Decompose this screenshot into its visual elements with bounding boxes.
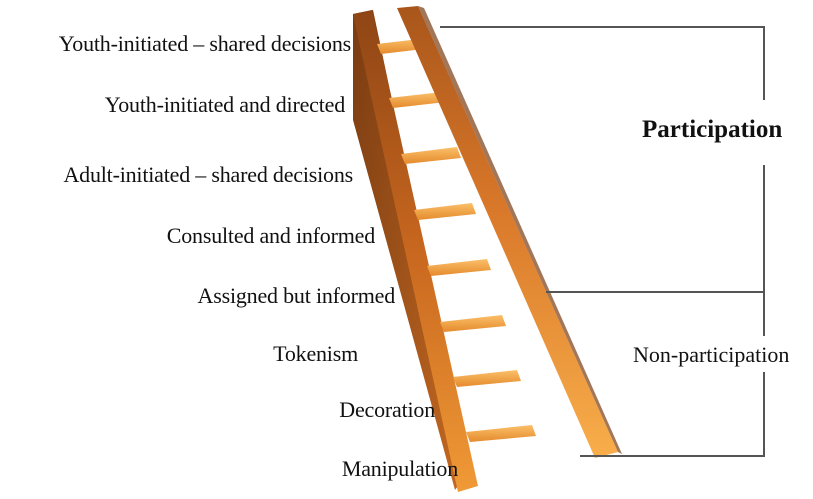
non-participation-bracket-top: [546, 291, 765, 336]
rung-label-manipulation: Manipulation: [341, 456, 458, 481]
ladder-rung: [414, 203, 476, 220]
rung-label-adult-initiated-shared-decisions: Adult-initiated – shared decisions: [63, 162, 353, 187]
rung-label-youth-initiated-shared-decisions: Youth-initiated – shared decisions: [58, 31, 351, 56]
bracket-lines: [440, 26, 765, 457]
ladder-rung: [440, 315, 506, 332]
ladder-rung: [453, 370, 521, 387]
participation-bracket-top: [440, 26, 765, 100]
ladder-rung: [466, 425, 536, 442]
rung-label-consulted-informed: Consulted and informed: [166, 223, 375, 248]
non-participation-group-label: Non-participation: [633, 342, 790, 367]
participation-group-label: Participation: [642, 116, 783, 143]
ladder-right-rail: [397, 6, 618, 458]
ladder-left-rail: [353, 10, 478, 492]
ladder-right-rail-front: [418, 6, 622, 454]
rung-label-assigned-informed: Assigned but informed: [197, 283, 396, 308]
rung-label-tokenism: Tokenism: [273, 341, 358, 366]
rung-label-decoration: Decoration: [339, 397, 435, 422]
rung-label-youth-initiated-directed: Youth-initiated and directed: [104, 92, 345, 117]
ladder-rung: [427, 259, 491, 276]
ladder-rungs: [377, 38, 536, 442]
ladder-rung: [389, 92, 446, 108]
non-participation-bracket-bottom: [580, 372, 765, 457]
ladder-rung: [401, 147, 461, 164]
